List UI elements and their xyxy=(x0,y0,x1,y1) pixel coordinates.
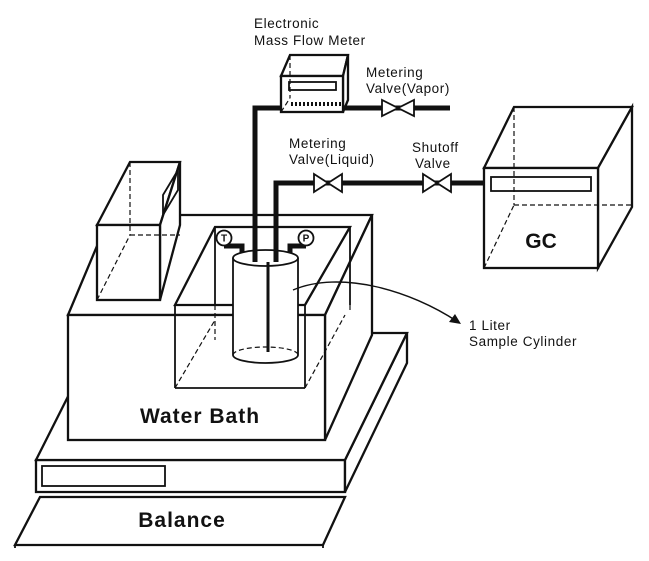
water-bath-label: Water Bath xyxy=(140,405,260,428)
gc-label: GC xyxy=(525,230,557,253)
vapor-valve-label-line2: Valve(Vapor) xyxy=(366,81,450,96)
svg-text:P: P xyxy=(303,234,310,245)
balance-label: Balance xyxy=(138,509,226,532)
shutoff-valve xyxy=(422,172,452,194)
mass-flow-meter xyxy=(279,53,350,114)
gc-port xyxy=(490,176,592,192)
svg-text:T: T xyxy=(221,234,227,245)
control-box xyxy=(95,160,182,302)
vapor-metering-valve xyxy=(381,98,415,118)
sample-cylinder xyxy=(232,249,299,364)
liquid-metering-valve xyxy=(313,172,343,194)
flow-meter-label-line2: Mass Flow Meter xyxy=(254,33,366,48)
shutoff-valve-label-line2: Valve xyxy=(415,156,451,171)
cylinder-label-line1: 1 Liter xyxy=(469,318,511,333)
liquid-valve-label-line1: Metering xyxy=(289,136,346,151)
gc-unit: GC xyxy=(482,102,634,273)
temperature-gauge: T xyxy=(215,229,233,247)
flow-meter-display xyxy=(288,81,337,91)
shutoff-valve-label-line1: Shutoff xyxy=(412,140,459,155)
cylinder-label-line2: Sample Cylinder xyxy=(469,334,577,349)
liquid-valve-label-line2: Valve(Liquid) xyxy=(289,152,375,167)
flow-meter-label-line1: Electronic xyxy=(254,16,319,31)
vapor-valve-label-line1: Metering xyxy=(366,65,423,80)
pressure-gauge: P xyxy=(297,229,315,247)
balance-display xyxy=(41,465,166,487)
cylinder-leader-arrow xyxy=(292,281,461,324)
